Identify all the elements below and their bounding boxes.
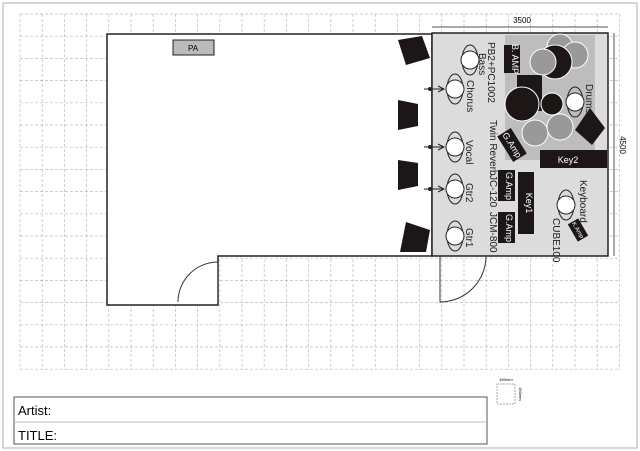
monitor-wedge bbox=[398, 36, 430, 65]
guitar-amp-jc bbox=[498, 170, 515, 201]
label-bass: PB2+PC1002 bbox=[485, 42, 496, 103]
performer-positions bbox=[424, 44, 585, 252]
scale-square bbox=[496, 383, 516, 405]
room-outline bbox=[106, 33, 433, 306]
key2 bbox=[540, 150, 607, 168]
mic-position-vocal bbox=[424, 131, 465, 163]
scale-height-label: 450mm bbox=[518, 387, 523, 401]
key1 bbox=[518, 172, 534, 234]
door-left bbox=[177, 261, 219, 303]
bass-amp-label: B. AMP bbox=[510, 44, 520, 74]
label-jc: JC-120 bbox=[487, 175, 498, 208]
pa-label: PA bbox=[188, 44, 199, 53]
monitor-wedge bbox=[398, 100, 418, 130]
label-keyboard: Keyboard bbox=[577, 180, 588, 223]
height-dimension-label: 4500 bbox=[618, 136, 627, 154]
guitar-amp-jc-label: G.Amp bbox=[504, 172, 514, 200]
label-gtr2: Gtr2 bbox=[463, 183, 474, 203]
mic-position-chorus bbox=[424, 73, 465, 105]
scale-width-label: 450mm bbox=[499, 377, 513, 382]
key1-label: Key1 bbox=[524, 193, 534, 214]
label-jcm: JCM-800 bbox=[487, 212, 498, 253]
monitor-wedge bbox=[400, 222, 430, 252]
key2-label: Key2 bbox=[558, 155, 579, 165]
label-vocal: Vocal bbox=[463, 140, 474, 164]
label-cube: CUBE100 bbox=[550, 218, 561, 263]
guitar-amp-jcm bbox=[498, 212, 515, 243]
monitors bbox=[398, 36, 430, 252]
monitor-wedge bbox=[398, 160, 418, 190]
drum-kit bbox=[504, 33, 605, 147]
width-dimension-label: 3500 bbox=[513, 16, 531, 25]
label-bass2: Bass bbox=[476, 53, 487, 75]
info-box bbox=[13, 396, 488, 445]
artist-label[interactable]: Artist: bbox=[18, 403, 51, 418]
label-chorus: Chorus bbox=[464, 80, 475, 112]
guitar-amp-jcm-label: G.Amp bbox=[504, 214, 514, 242]
mic-position-drums bbox=[565, 86, 585, 118]
bass-amp bbox=[504, 45, 520, 73]
mic-position-gtr1 bbox=[445, 220, 465, 252]
label-drums: Drums bbox=[583, 84, 594, 113]
title-label[interactable]: TITLE: bbox=[18, 428, 57, 443]
label-twin: Twin Reverb bbox=[487, 120, 498, 176]
mic-position-gtr2 bbox=[424, 173, 465, 205]
label-gtr1: Gtr1 bbox=[463, 228, 474, 248]
mic-position-keyboard bbox=[556, 189, 576, 221]
mic-position-bass bbox=[460, 44, 480, 76]
door-right bbox=[439, 255, 487, 303]
pa-box bbox=[172, 39, 215, 56]
